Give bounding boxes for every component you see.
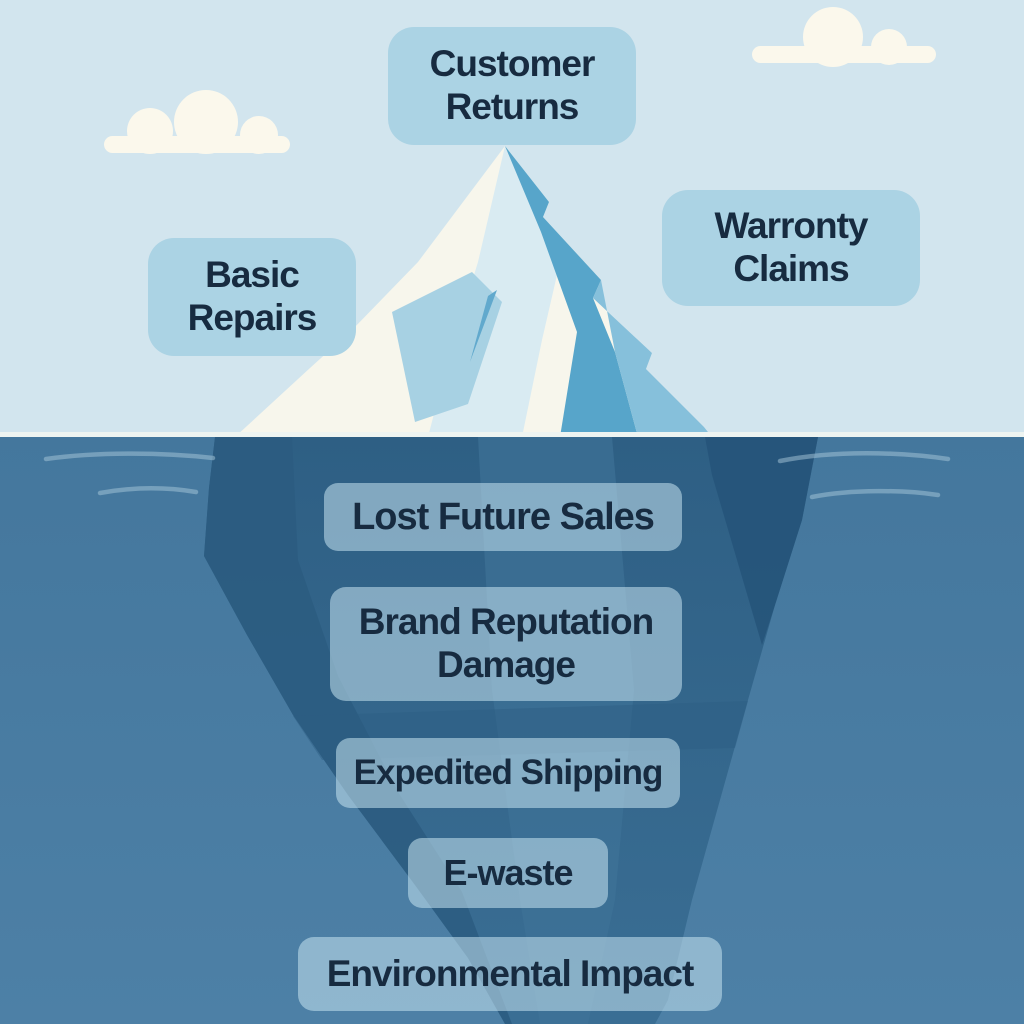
cloud-right-icon bbox=[752, 7, 936, 67]
label-environmental-impact: Environmental Impact bbox=[298, 937, 722, 1011]
label-lost-future-sales: Lost Future Sales bbox=[324, 483, 682, 551]
cloud-left-icon bbox=[104, 90, 290, 154]
label-expedited-shipping: Expedited Shipping bbox=[336, 738, 680, 808]
label-customer-returns: Customer Returns bbox=[388, 27, 636, 145]
iceberg-outer-face bbox=[593, 280, 712, 437]
iceberg-crevice bbox=[470, 290, 497, 362]
label-brand-reputation-damage: Brand Reputation Damage bbox=[330, 587, 682, 701]
label-warranty-claims: Warronty Claims bbox=[662, 190, 920, 306]
above-water-iceberg bbox=[235, 146, 712, 437]
label-e-waste: E-waste bbox=[408, 838, 608, 908]
underwater-iceberg-right-facet bbox=[705, 437, 818, 645]
iceberg-blue-ridge bbox=[505, 146, 638, 437]
iceberg-shadow-wedge bbox=[392, 272, 502, 422]
label-basic-repairs: Basic Repairs bbox=[148, 238, 356, 356]
underwater-iceberg bbox=[204, 437, 818, 1024]
waterline bbox=[0, 432, 1024, 437]
wave-lines bbox=[43, 451, 951, 500]
